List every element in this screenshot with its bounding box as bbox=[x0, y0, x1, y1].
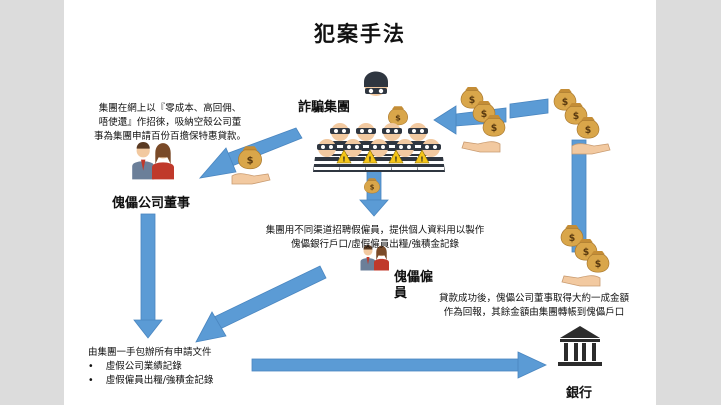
bank-icon bbox=[558, 326, 602, 366]
bank-label: 銀行 bbox=[566, 386, 593, 401]
employee-label: 傀儡僱 員 bbox=[394, 270, 433, 302]
syndicate-label: 詐騙集團 bbox=[298, 100, 351, 115]
note-line: 傀儡銀行戶口/虛假僱員出糧/強積金記錄 bbox=[291, 239, 459, 250]
robber-group-icon bbox=[313, 71, 445, 172]
director-people-icon bbox=[132, 142, 174, 180]
documents-item-text: 虛假公司業績記錄 bbox=[105, 361, 182, 372]
left-margin bbox=[0, 0, 64, 405]
documents-item: • 虛假公司業績記錄 bbox=[88, 361, 182, 372]
arrow-documents-to-bank bbox=[251, 351, 547, 379]
note-recruit-employee: 集團用不同渠道招聘假僱員，提供個人資料用以製作 傀儡銀行戶口/虛假僱員出糧/強積… bbox=[240, 224, 510, 252]
note-line: 唔使還』作招徠，吸納空殼公司董 bbox=[98, 117, 242, 128]
arrow-director-down bbox=[133, 213, 163, 339]
note-documents: 由集團一手包辦所有申請文件 • 虛假公司業績記錄 • 虛假僱員出糧/強積金記錄 bbox=[88, 346, 268, 388]
director-label: 傀儡公司董事 bbox=[112, 196, 191, 211]
note-line: 事為集團申請百份百擔保特惠貸款。 bbox=[93, 131, 246, 142]
arrow-employee-to-documents bbox=[195, 265, 327, 343]
documents-title: 由集團一手包辦所有申請文件 bbox=[88, 347, 212, 358]
diagram-panel bbox=[64, 0, 656, 405]
note-line: 貸款成功後，傀儡公司董事取得大約一成金額 bbox=[438, 293, 629, 304]
note-kickback: 貸款成功後，傀儡公司董事取得大約一成金額 作為回報，其餘金額由集團轉帳到傀儡戶口 bbox=[428, 292, 640, 320]
page-title: 犯案手法 bbox=[314, 22, 406, 46]
money-bags-group-icon bbox=[460, 86, 611, 287]
note-line: 集團用不同渠道招聘假僱員，提供個人資料用以製作 bbox=[265, 225, 485, 236]
note-recruit-director: 集團在網上以『零成本、高回佣、 唔使還』作招徠，吸納空殼公司董 事為集團申請百份… bbox=[80, 102, 260, 144]
right-margin bbox=[656, 0, 721, 405]
note-line: 集團在網上以『零成本、高回佣、 bbox=[98, 103, 242, 114]
employee-label-line: 傀儡僱 bbox=[394, 270, 434, 285]
documents-item-text: 虛假僱員出糧/強積金記錄 bbox=[105, 375, 214, 386]
documents-item: • 虛假僱員出糧/強積金記錄 bbox=[88, 375, 214, 386]
employee-label-line: 員 bbox=[394, 286, 408, 301]
note-line: 作為回報，其餘金額由集團轉帳到傀儡戶口 bbox=[443, 307, 625, 318]
